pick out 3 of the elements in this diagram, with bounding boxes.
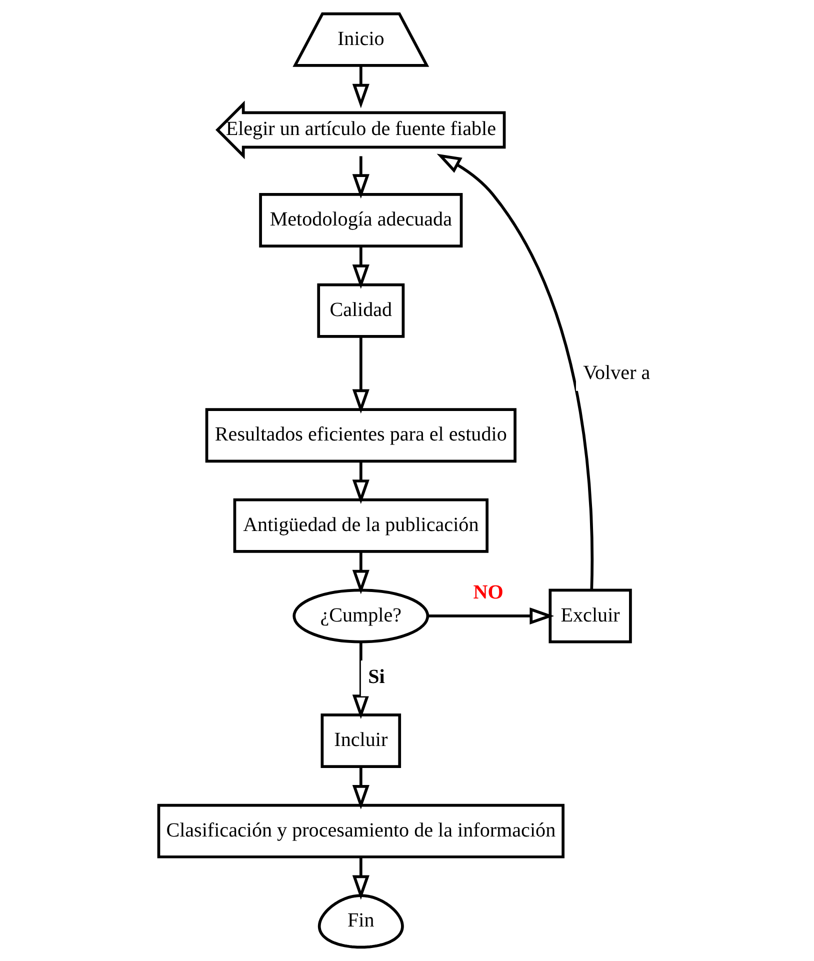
edge-label: Si — [368, 666, 384, 688]
edge-label: Volver a — [582, 362, 650, 384]
edge-label: NO — [472, 581, 503, 604]
